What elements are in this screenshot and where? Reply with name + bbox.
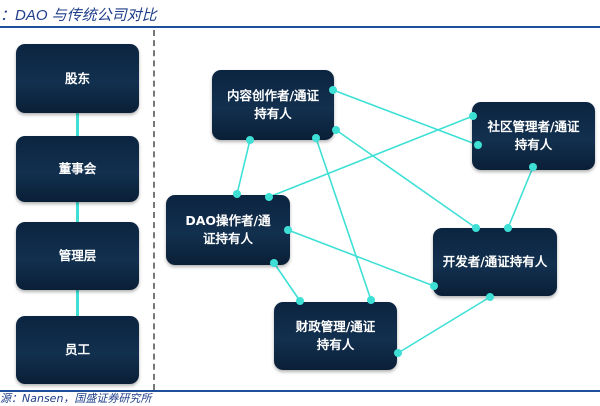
node-shareholders: 股东 xyxy=(16,44,139,113)
link-endpoint-dot xyxy=(329,86,337,94)
link-endpoint-dot xyxy=(486,293,494,301)
link-endpoint-dot xyxy=(265,193,273,201)
link-developer-treasury xyxy=(397,296,491,354)
bottom-rule xyxy=(0,390,600,392)
link-endpoint-dot xyxy=(504,224,512,232)
figure-title: ：DAO 与传统公司对比 xyxy=(0,7,157,24)
link-endpoint-dot xyxy=(474,141,482,149)
link-endpoint-dot xyxy=(284,226,292,234)
node-creator: 内容创作者/通证持有人 xyxy=(212,70,334,140)
hierarchy-connector xyxy=(76,112,79,138)
node-board: 董事会 xyxy=(16,136,139,202)
dashed-divider xyxy=(153,30,155,390)
node-management: 管理层 xyxy=(16,222,139,290)
link-endpoint-dot xyxy=(312,134,320,142)
link-endpoint-dot xyxy=(233,190,241,198)
link-creator-treasury xyxy=(315,137,372,301)
link-endpoint-dot xyxy=(529,163,537,171)
hierarchy-connector xyxy=(76,288,79,317)
link-endpoint-dot xyxy=(469,112,477,120)
node-operator: DAO操作者/通证持有人 xyxy=(166,195,290,265)
node-treasury: 财政管理/通证持有人 xyxy=(274,302,397,370)
link-endpoint-dot xyxy=(367,296,375,304)
link-endpoint-dot xyxy=(270,259,278,267)
hierarchy-connector xyxy=(76,200,79,224)
link-operator-developer xyxy=(287,229,435,287)
top-rule xyxy=(0,26,600,28)
node-employees: 员工 xyxy=(16,316,139,384)
link-operator-treasury xyxy=(273,262,301,302)
node-community: 社区管理者/通证持有人 xyxy=(472,102,595,170)
link-endpoint-dot xyxy=(246,136,254,144)
link-endpoint-dot xyxy=(394,349,402,357)
link-endpoint-dot xyxy=(296,297,304,305)
link-creator-developer xyxy=(335,129,477,229)
link-endpoint-dot xyxy=(472,224,480,232)
link-creator-community xyxy=(332,89,479,146)
link-community-operator xyxy=(268,115,474,198)
link-community-developer xyxy=(507,166,534,229)
link-endpoint-dot xyxy=(332,126,340,134)
link-endpoint-dot xyxy=(430,282,438,290)
node-developer: 开发者/通证持有人 xyxy=(433,228,557,296)
link-creator-operator xyxy=(236,139,251,195)
